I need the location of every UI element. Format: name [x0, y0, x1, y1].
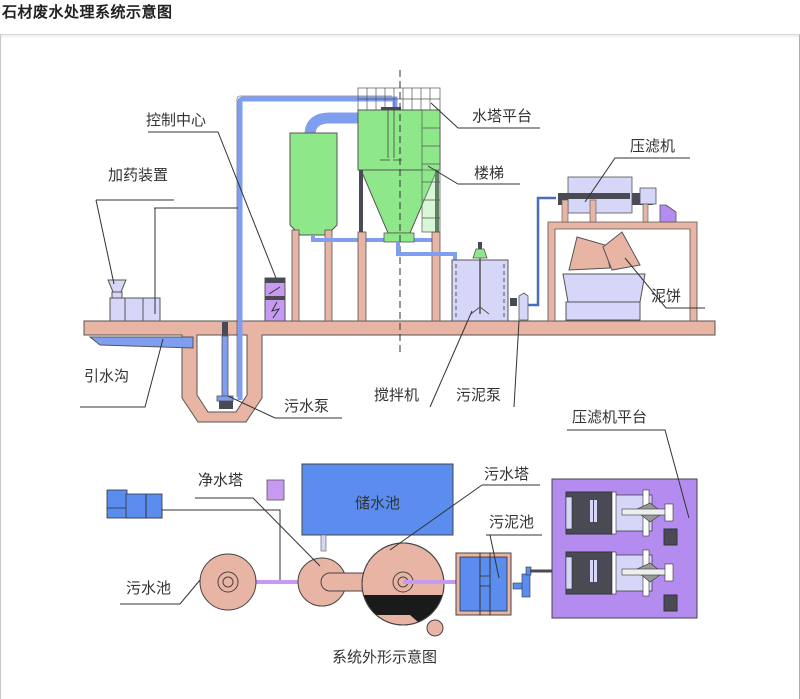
dosing-device — [107, 279, 161, 322]
label-stairs: 楼梯 — [474, 164, 504, 182]
sewage-tower — [361, 542, 460, 637]
water-tower-platform — [357, 87, 441, 111]
diagram-title: 石材废水处理系统示意图 — [2, 3, 173, 21]
press-unit — [565, 489, 674, 537]
stairs — [421, 109, 441, 233]
main-riser-pipe — [237, 96, 398, 400]
clean-water-tower — [297, 557, 373, 607]
purple-control-box — [266, 479, 285, 501]
label-filter-press: 压滤机 — [630, 137, 675, 155]
label-sewage-pool: 污水池 — [126, 579, 171, 597]
press-unit — [565, 549, 674, 597]
label-storage-pool: 储水池 — [355, 494, 400, 512]
label-mud-cake: 泥饼 — [651, 287, 681, 305]
diagram-caption: 系统外形示意图 — [332, 648, 437, 666]
label-control-center: 控制中心 — [146, 111, 206, 129]
label-sewage-tower: 污水塔 — [484, 465, 529, 483]
sludge-pump — [510, 196, 556, 321]
upper-process-diagram: 控制中心 加药装置 水塔平台 楼梯 压滤机 泥饼 引水沟 污水泵 搅拌机 污泥泵 — [80, 70, 716, 423]
lower-layout-diagram: 压滤机平台 净水塔 储水池 污水塔 污泥池 污水池 系统外形示意图 — [106, 408, 698, 666]
drainage-ditch — [88, 336, 194, 349]
motor-block — [106, 489, 281, 580]
label-drainage-ditch: 引水沟 — [84, 367, 129, 385]
mud-cake-hopper — [562, 231, 646, 321]
lower-leader-lines — [120, 429, 690, 605]
mixer-tank — [451, 242, 509, 322]
label-water-tower-platform: 水塔平台 — [472, 107, 532, 125]
control-center-cabinet — [264, 277, 286, 322]
filter-press-frame — [547, 176, 698, 322]
upper-leader-lines — [80, 102, 705, 419]
label-sludge-pump: 污泥泵 — [456, 386, 501, 404]
label-filter-press-platform: 压滤机平台 — [572, 408, 647, 426]
filter-press-platform — [551, 478, 698, 619]
label-dosing-device: 加药装置 — [108, 166, 168, 184]
sewage-pool — [199, 553, 257, 611]
label-sewage-pump: 污水泵 — [284, 397, 329, 415]
label-clean-water-tower: 净水塔 — [198, 471, 243, 489]
label-sludge-pool: 污泥池 — [489, 513, 534, 531]
label-mixer: 搅拌机 — [374, 386, 419, 404]
settling-tower — [357, 70, 457, 355]
